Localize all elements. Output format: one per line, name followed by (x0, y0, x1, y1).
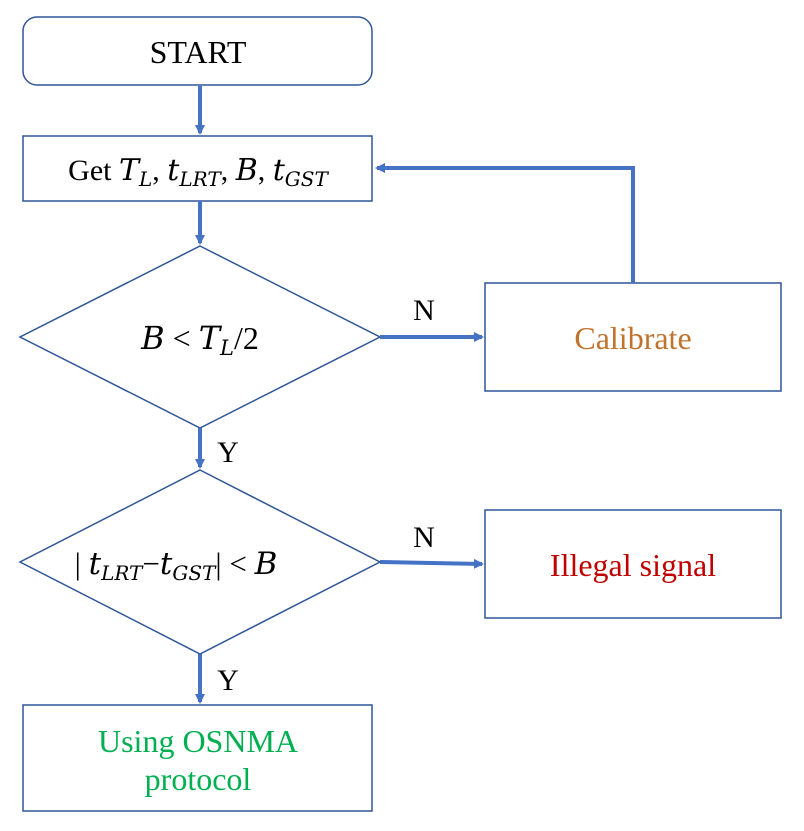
osnma-node (22, 704, 373, 812)
sep-1: , (152, 154, 167, 187)
osnma-label-line1: Using OSNMA (98, 723, 298, 759)
d2-no-label: N (413, 521, 435, 554)
d2-op: < (222, 546, 255, 581)
var-B: B (235, 153, 258, 188)
get-prefix: Get (68, 154, 119, 187)
get-params-label: Get TL, tLRT, B, tGST (68, 153, 329, 191)
d2-minus: − (142, 546, 159, 581)
d1-var-B: B (140, 319, 165, 357)
decision2-label: | tLRT−tGST| < B (75, 546, 278, 585)
arrow-d2-to-illegal (379, 558, 484, 569)
illegal-signal-node (484, 509, 782, 619)
illegal-signal-label: Illegal signal (550, 547, 716, 583)
d2-sub-gst: GST (172, 561, 217, 585)
d2-bar-open: | (75, 546, 89, 581)
calibrate-node (484, 282, 782, 392)
d2-var-B: B (254, 546, 278, 582)
var-t-gst: t (273, 153, 286, 188)
d2-yes-label: Y (217, 664, 239, 697)
var-t-lrt: t (167, 153, 180, 188)
sub-L: L (138, 167, 152, 191)
d1-rest: /2 (234, 320, 259, 356)
decision1-label: B < TL/2 (140, 319, 259, 360)
d1-yes-label: Y (217, 436, 239, 469)
arrow-calibrate-feedback (375, 163, 635, 283)
d1-op: < (165, 320, 199, 356)
osnma-label-line2: protocol (145, 761, 252, 797)
sep-2: , (221, 154, 236, 187)
start-node (22, 16, 373, 86)
sub-gst: GST (285, 167, 330, 191)
d2-bar-close: | (215, 546, 221, 581)
calibrate-label: Calibrate (574, 320, 691, 356)
start-label: START (150, 34, 247, 70)
d1-no-label: N (413, 294, 435, 327)
get-params-node (22, 135, 373, 202)
d1-var-T: T (199, 319, 223, 357)
sub-lrt: LRT (178, 167, 222, 191)
d2-sub-lrt: LRT (100, 561, 144, 585)
var-T-L: T (119, 153, 141, 188)
d2-var-t-gst: t (160, 546, 173, 582)
d2-var-t-lrt: t (89, 546, 102, 582)
d1-sub-L: L (219, 336, 234, 360)
sep-3: , (258, 154, 273, 187)
